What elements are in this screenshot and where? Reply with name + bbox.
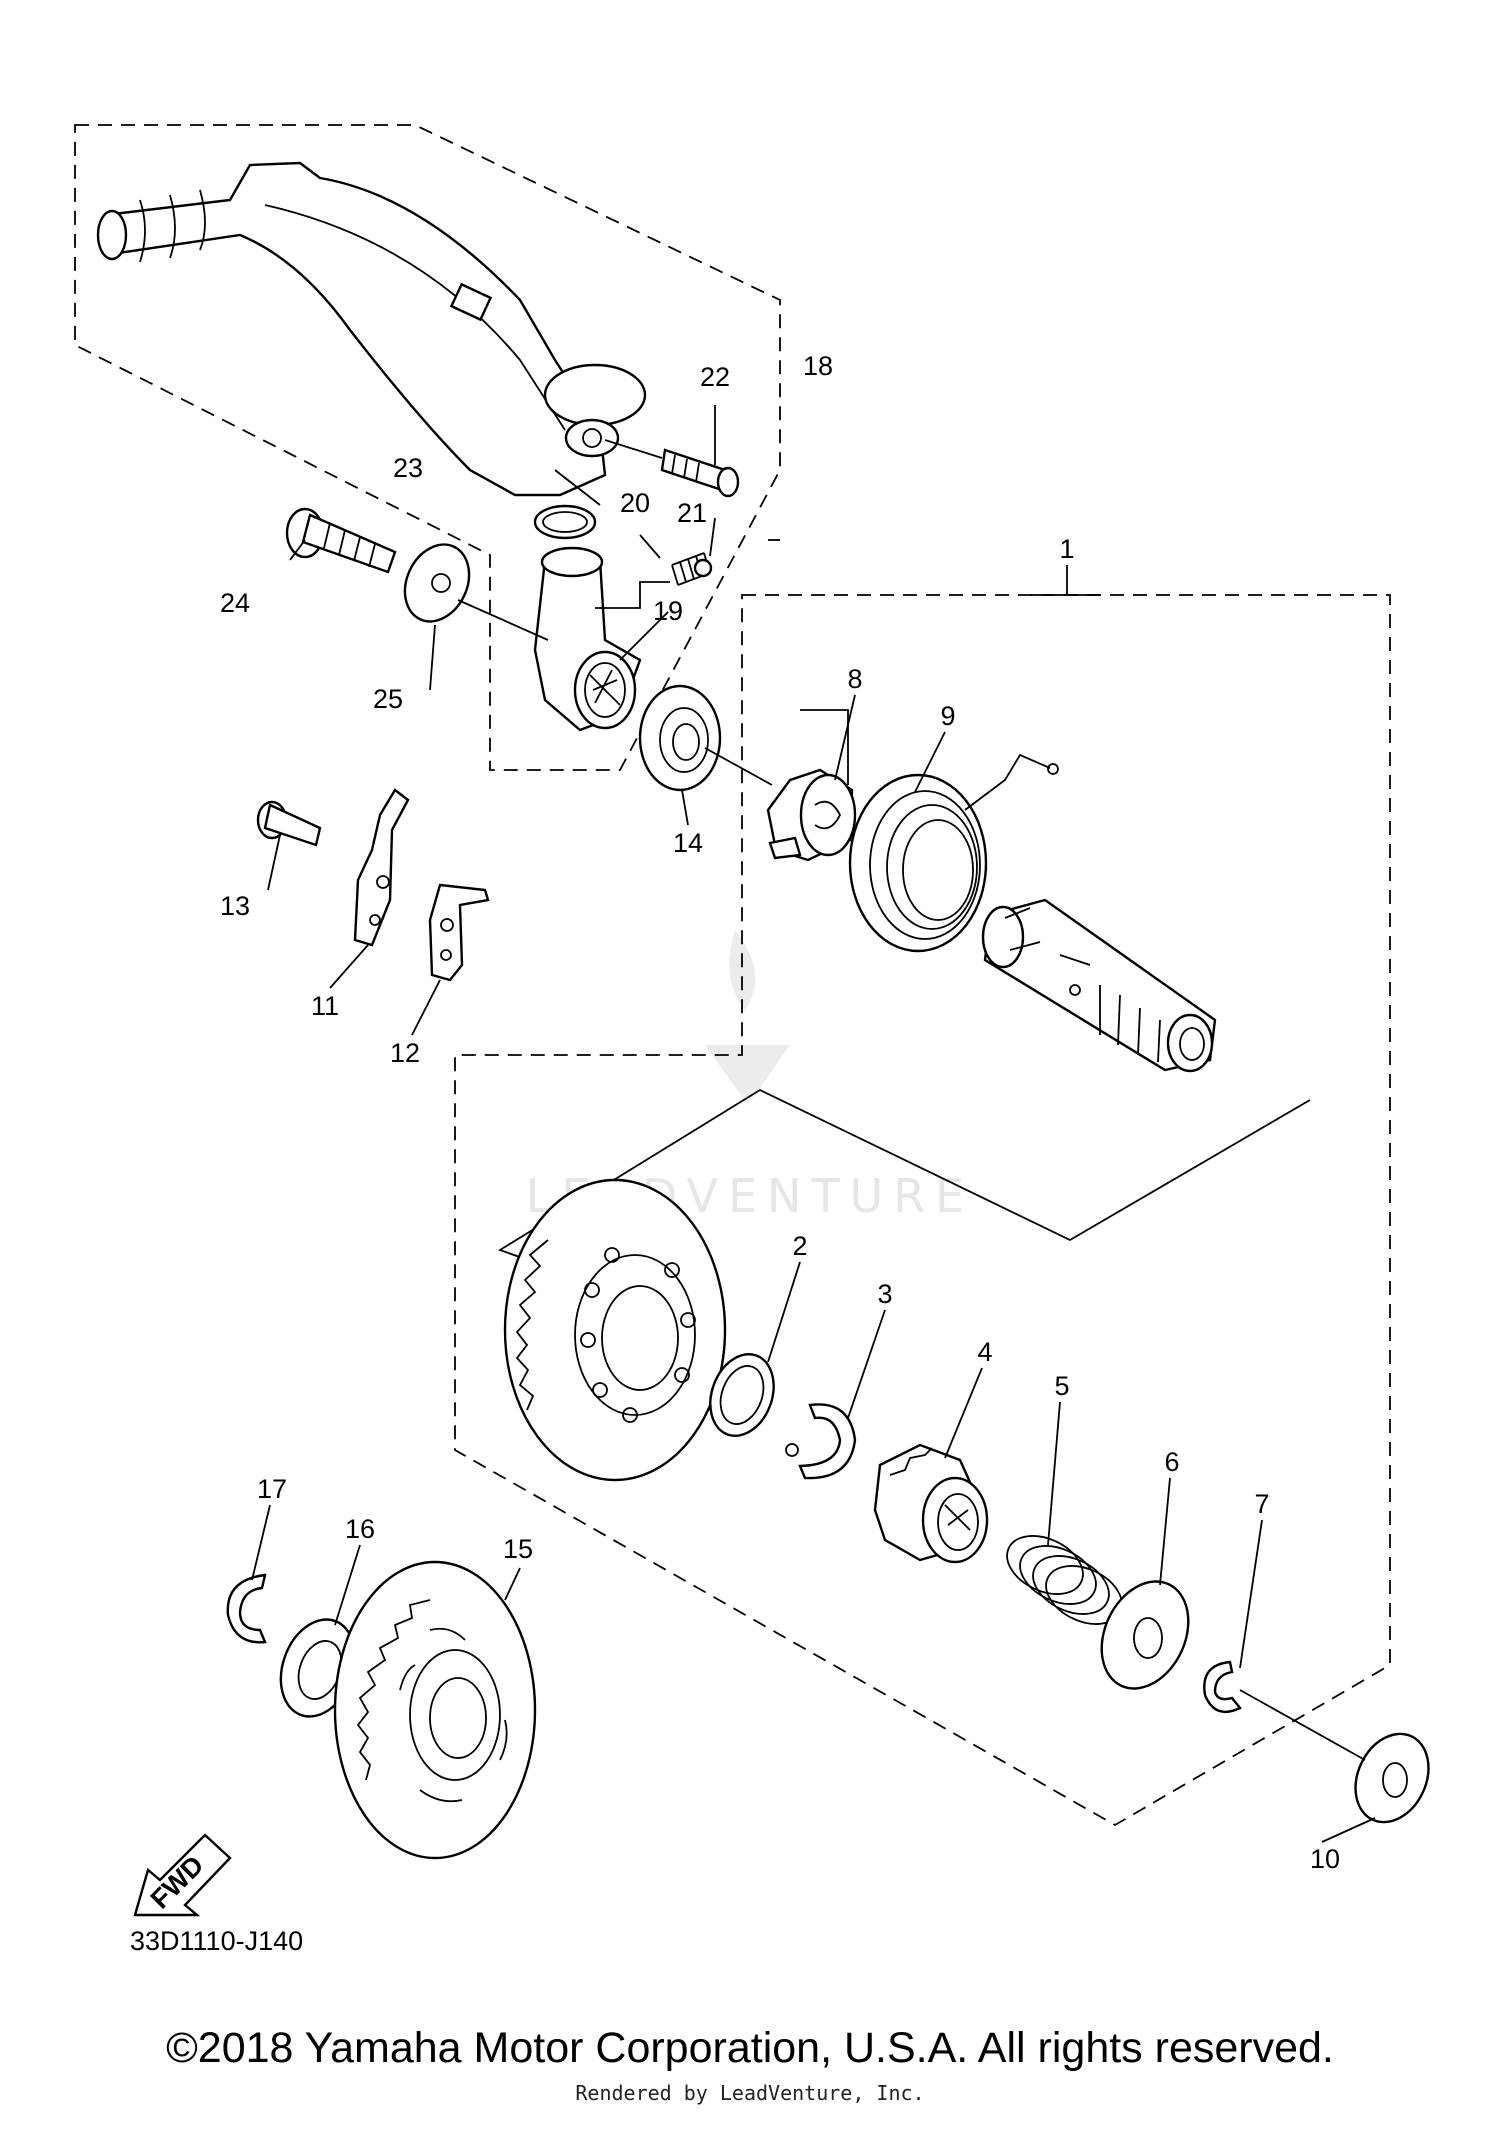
callout-10: 10	[1310, 1844, 1340, 1874]
kick-lever	[96, 161, 647, 497]
callout-22: 22	[700, 362, 730, 392]
bolt-22	[604, 439, 740, 498]
bolt-13	[256, 800, 322, 847]
circlip-2	[709, 1353, 775, 1437]
kick-lever-group-boundary	[74, 124, 781, 771]
spring-5	[1006, 1535, 1123, 1625]
callout-17: 17	[257, 1474, 287, 1504]
o-ring-23	[533, 504, 597, 540]
watermark: LEADVENTURE	[526, 930, 964, 1223]
torsion-spring-9	[848, 753, 1059, 953]
callout-23: 23	[393, 453, 423, 483]
callout-24: 24	[220, 588, 250, 618]
kick-axle-group-boundary	[454, 594, 1391, 1827]
callout-7: 7	[1254, 1489, 1269, 1519]
kick-boss-19	[533, 546, 670, 732]
kick-axle-shaft	[981, 898, 1217, 1073]
callout-11: 11	[311, 991, 339, 1021]
callout-18: 18	[803, 351, 833, 381]
fwd-direction-badge: FWD	[133, 1833, 232, 1917]
callout-leaders	[251, 405, 1376, 1843]
washer-10	[1354, 1732, 1430, 1824]
callout-5: 5	[1054, 1371, 1069, 1401]
leader-7-10	[1239, 1689, 1366, 1761]
copyright-notice: ©2018 Yamaha Motor Corporation, U.S.A. A…	[166, 2024, 1334, 2072]
callout-6: 6	[1164, 1447, 1179, 1477]
plate-11	[353, 788, 410, 947]
circlip-7	[1203, 1660, 1242, 1713]
ratchet-4	[873, 1443, 989, 1564]
callout-14: 14	[673, 828, 703, 858]
callout-21: 21	[677, 498, 707, 528]
callout-8: 8	[847, 664, 862, 694]
washer-6	[1100, 1580, 1190, 1690]
callout-20: 20	[620, 488, 650, 518]
leader-25-boss	[457, 599, 549, 641]
callout-25: 25	[373, 684, 403, 714]
circlip-17	[226, 1573, 267, 1644]
callout-13: 13	[220, 891, 250, 921]
ball-21	[693, 558, 713, 578]
rendered-by-credit: Rendered by LeadVenture, Inc.	[575, 2081, 924, 2105]
callout-4: 4	[977, 1337, 992, 1367]
bolt-24	[285, 507, 397, 574]
callout-2: 2	[792, 1231, 807, 1261]
plate-12	[428, 883, 490, 982]
callout-16: 16	[345, 1514, 375, 1544]
callout-15: 15	[503, 1534, 533, 1564]
idle-gear-15	[333, 1560, 537, 1860]
leader-14-8	[704, 747, 773, 786]
callout-3: 3	[877, 1279, 892, 1309]
callout-1: 1	[1059, 534, 1074, 564]
callout-12: 12	[390, 1038, 420, 1068]
callout-19: 19	[653, 596, 683, 626]
callout-9: 9	[940, 701, 955, 731]
diagram-code: 33D1110-J140	[130, 1926, 303, 1956]
spring-guide-8	[766, 768, 857, 862]
oil-seal-14	[638, 684, 722, 792]
clip-3	[798, 1403, 857, 1480]
washer-25	[403, 543, 471, 623]
kick-gear	[503, 1178, 727, 1482]
callout-numbers: 1 2 3 4 5 6 7 8 9 10 11 12 13 14 15 16 1…	[220, 351, 1340, 1874]
